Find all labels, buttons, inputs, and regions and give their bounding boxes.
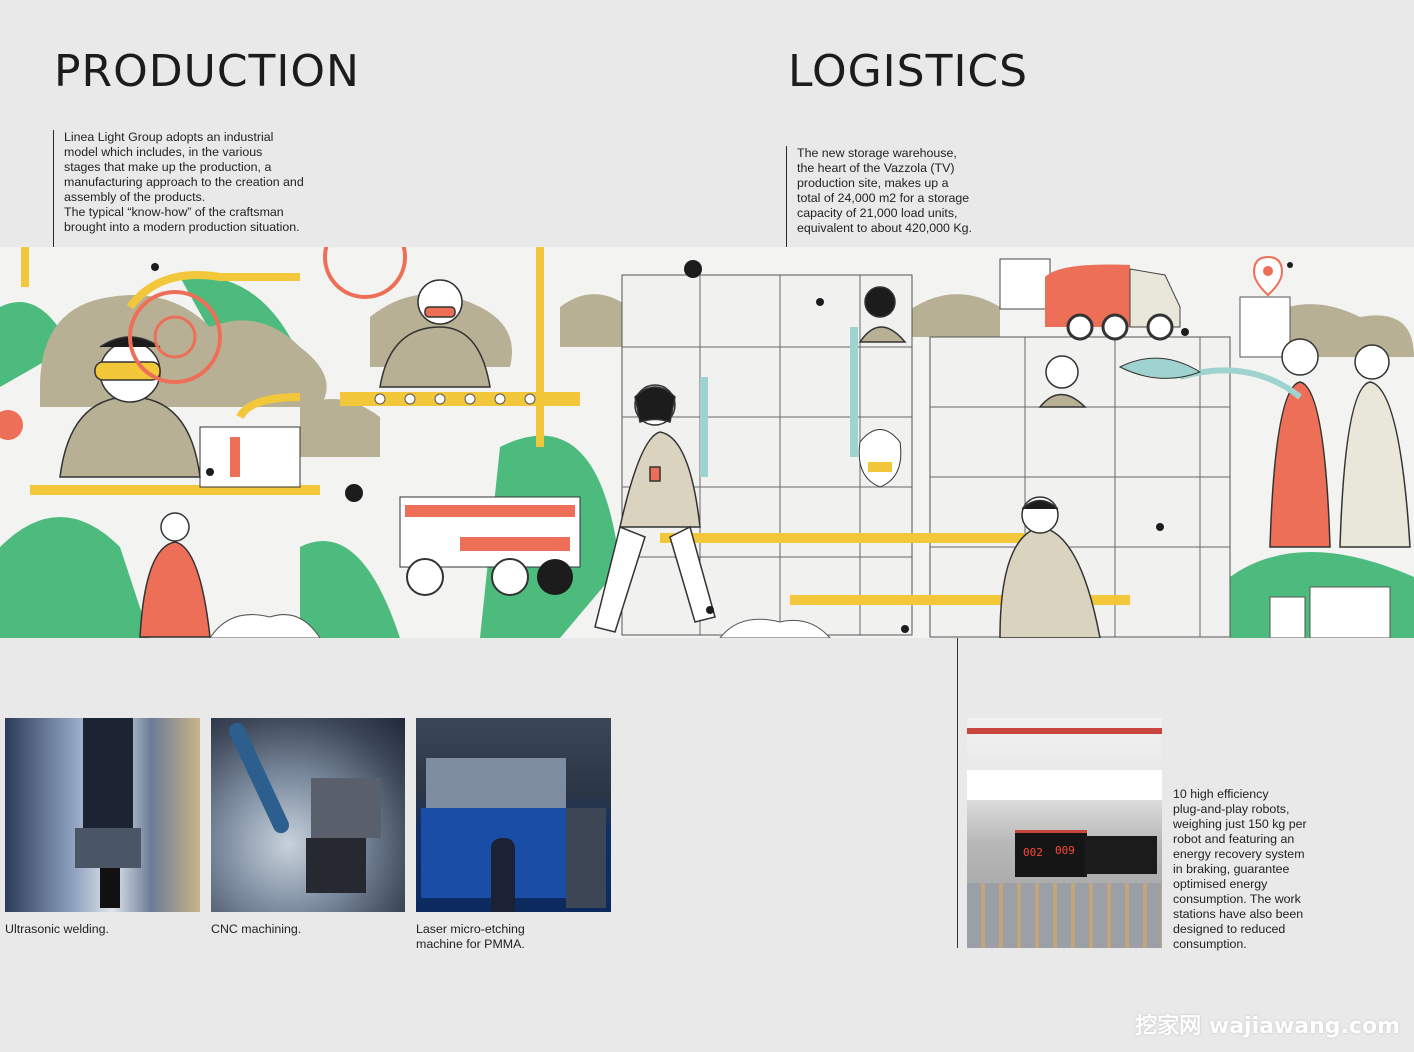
logistics-divider xyxy=(957,638,958,948)
photo-ultrasonic-welding xyxy=(5,718,200,912)
factory-illustration-svg xyxy=(0,247,1414,638)
photo-cnc-machining xyxy=(211,718,405,912)
caption-cnc-machining-text: CNC machining. xyxy=(211,922,302,936)
logistics-title: LOGISTICS xyxy=(788,46,1029,97)
caption-cnc-machining: CNC machining. xyxy=(211,922,405,937)
factory-illustration xyxy=(0,247,1414,638)
watermark: 挖家网 wajiawang.com xyxy=(1135,1014,1400,1039)
logistics-photo-caption: 10 high efficiency plug-and-play robots,… xyxy=(1173,787,1323,952)
logistics-intro-text: The new storage warehouse, the heart of … xyxy=(797,146,972,235)
robot-display-1: 002 xyxy=(1023,846,1043,859)
logistics-photo-caption-text: 10 high efficiency plug-and-play robots,… xyxy=(1173,787,1307,951)
robot-display-2: 009 xyxy=(1055,844,1075,857)
caption-laser-micro-etching: Laser micro-etching machine for PMMA. xyxy=(416,922,611,952)
logistics-intro: The new storage warehouse, the heart of … xyxy=(786,146,997,248)
production-intro: Linea Light Group adopts an industrial m… xyxy=(53,130,334,248)
production-title: PRODUCTION xyxy=(54,46,360,97)
production-intro-text: Linea Light Group adopts an industrial m… xyxy=(64,130,304,234)
caption-ultrasonic-welding: Ultrasonic welding. xyxy=(5,922,200,937)
caption-ultrasonic-welding-text: Ultrasonic welding. xyxy=(5,922,109,936)
photo-laser-micro-etching xyxy=(416,718,611,912)
caption-laser-micro-etching-text: Laser micro-etching machine for PMMA. xyxy=(416,922,525,951)
photo-warehouse-robots: 002 009 xyxy=(967,718,1162,948)
